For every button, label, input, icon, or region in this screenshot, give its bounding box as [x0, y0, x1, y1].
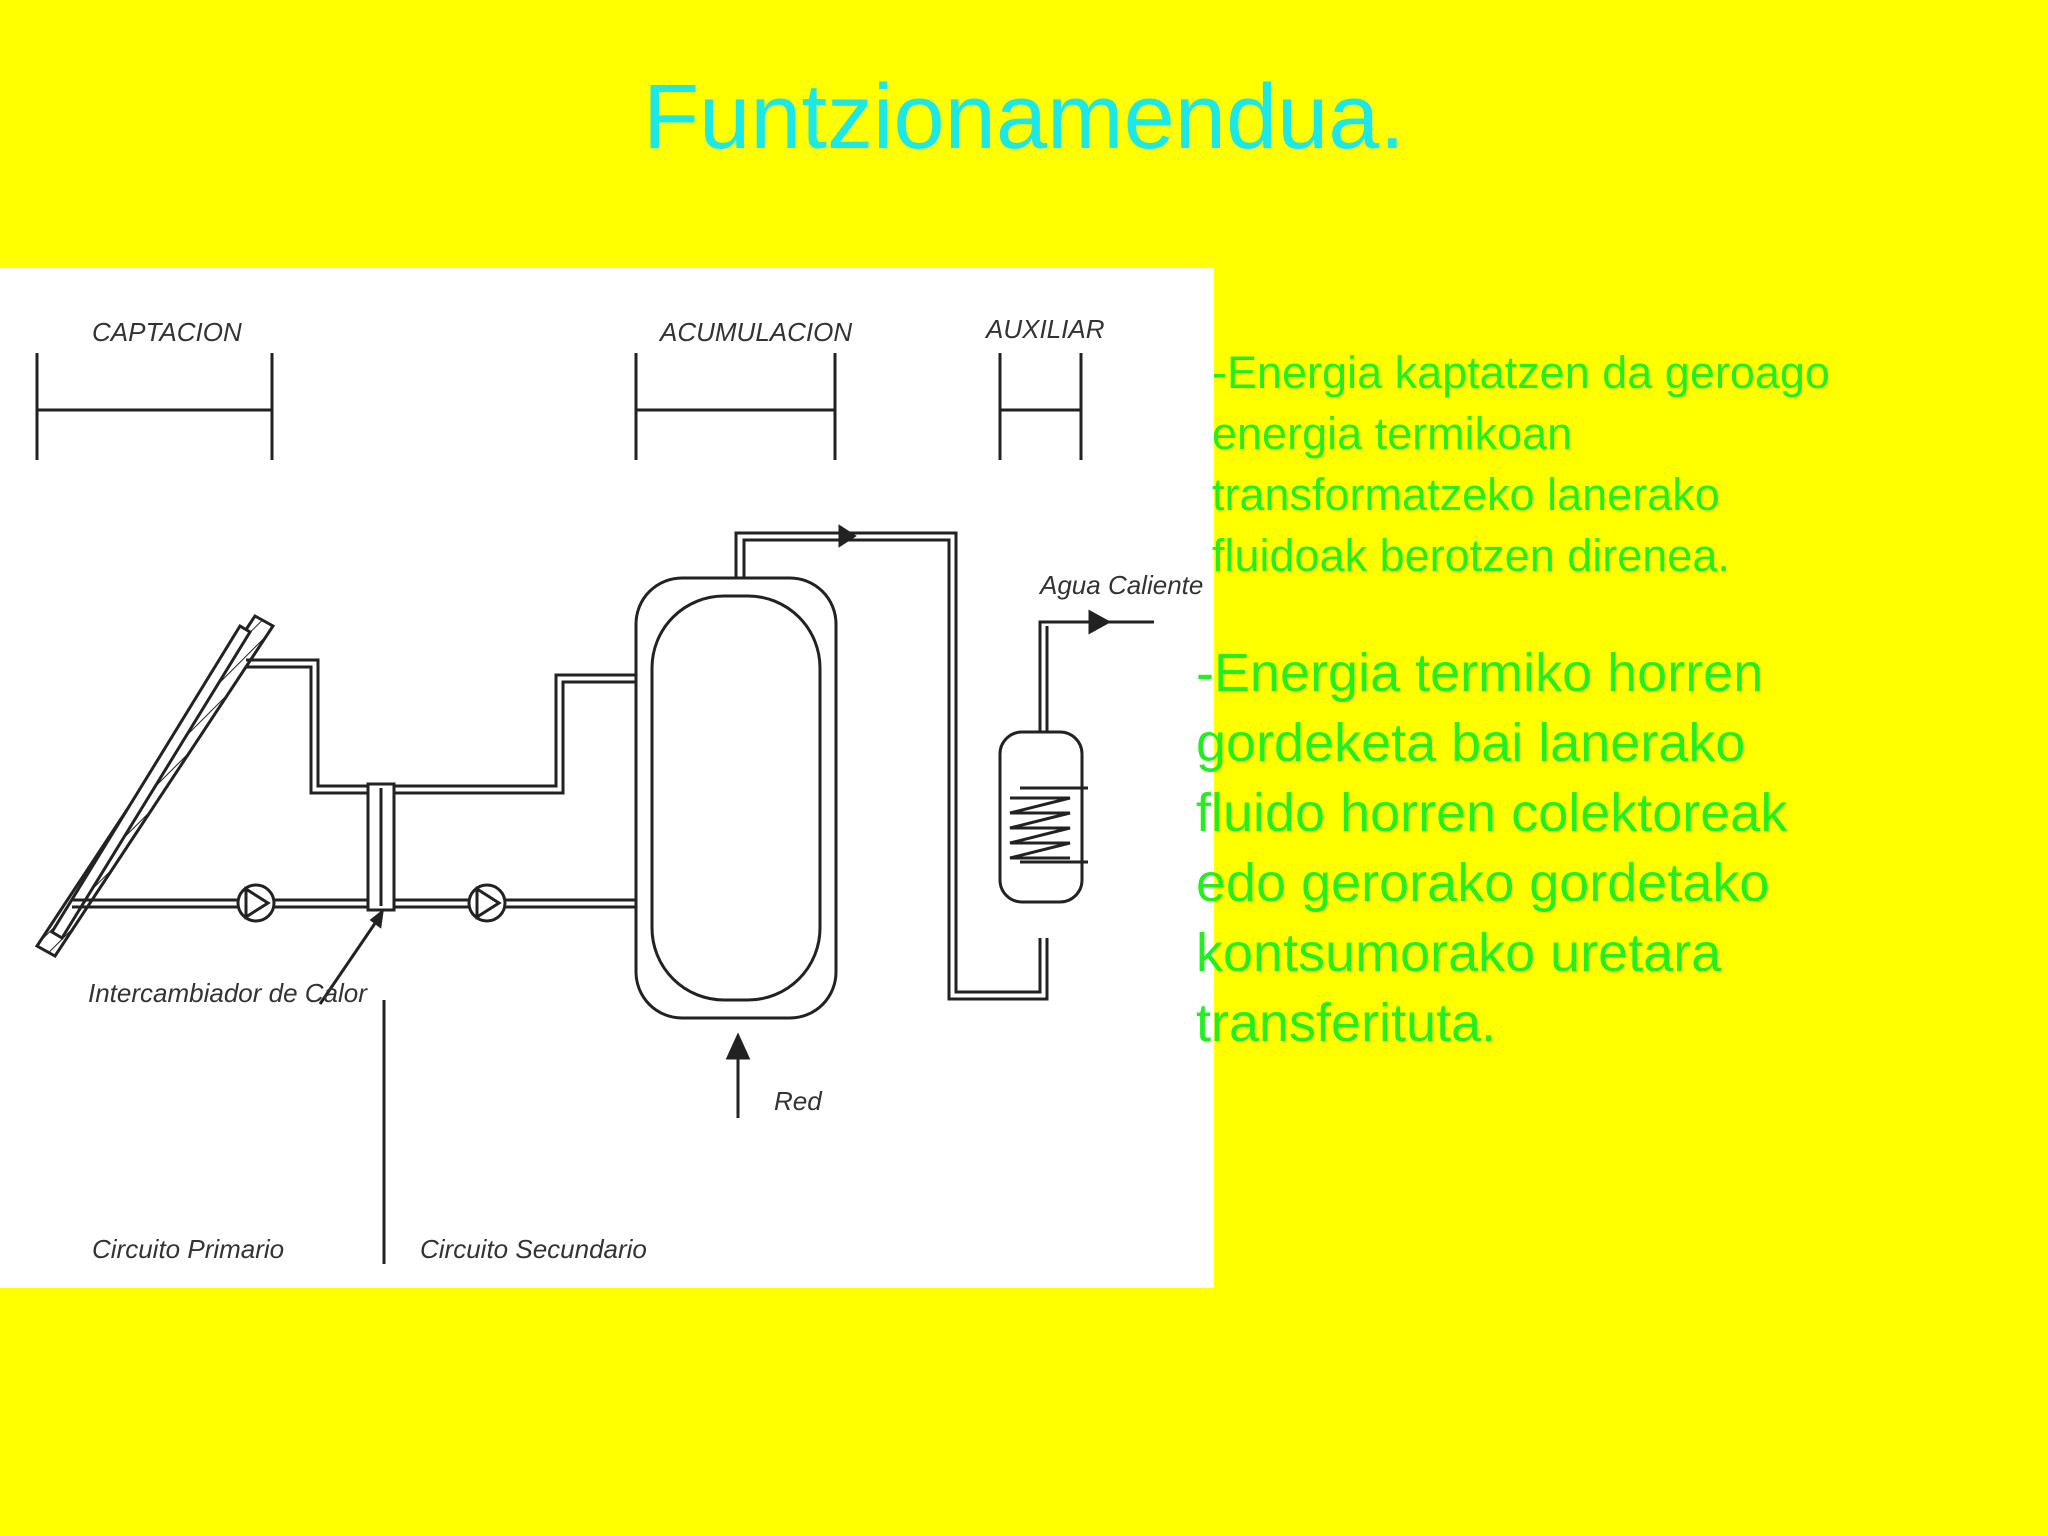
section-bracket-captacion — [35, 353, 274, 460]
section-label-acumulacion: ACUMULACION — [658, 317, 852, 347]
section-label-captacion: CAPTACION — [92, 317, 242, 347]
slide-title: Funtzionamendua. — [642, 66, 1406, 168]
label-heat-exchanger: Intercambiador de Calor — [88, 978, 368, 1008]
section-bracket-auxiliar — [998, 353, 1083, 460]
section-bracket-acumulacion — [634, 353, 837, 460]
solar-heating-diagram: CAPTACION ACUMULACION AUXILIAR Agua Cali… — [0, 268, 1214, 1288]
mains-inlet — [725, 1032, 751, 1118]
hot-water-pipe — [734, 524, 1049, 1001]
diagram-svg: CAPTACION ACUMULACION AUXILIAR Agua Cali… — [34, 314, 1203, 1264]
primary-circuit-pipes — [72, 658, 372, 909]
auxiliary-heater — [998, 626, 1088, 904]
section-label-auxiliar: AUXILIAR — [984, 314, 1105, 344]
label-mains: Red — [774, 1086, 823, 1116]
pump-primary — [236, 883, 276, 923]
heat-exchanger — [366, 782, 396, 912]
secondary-circuit-pipes — [394, 673, 640, 909]
label-secondary-circuit: Circuito Secundario — [420, 1234, 647, 1264]
heat-exchanger-pointer — [318, 908, 385, 1005]
bullet-text-capture: -Energia kaptatzen da geroago energia te… — [1212, 347, 1830, 581]
pump-secondary — [467, 883, 507, 923]
label-primary-circuit: Circuito Primario — [92, 1234, 284, 1264]
storage-tank — [634, 576, 838, 1020]
label-hot-water: Agua Caliente — [1038, 570, 1203, 600]
hot-water-outlet — [1038, 609, 1154, 635]
bullet-text-storage: -Energia termiko horren gordeketa bai la… — [1196, 643, 1788, 1053]
solar-collector — [34, 614, 276, 958]
